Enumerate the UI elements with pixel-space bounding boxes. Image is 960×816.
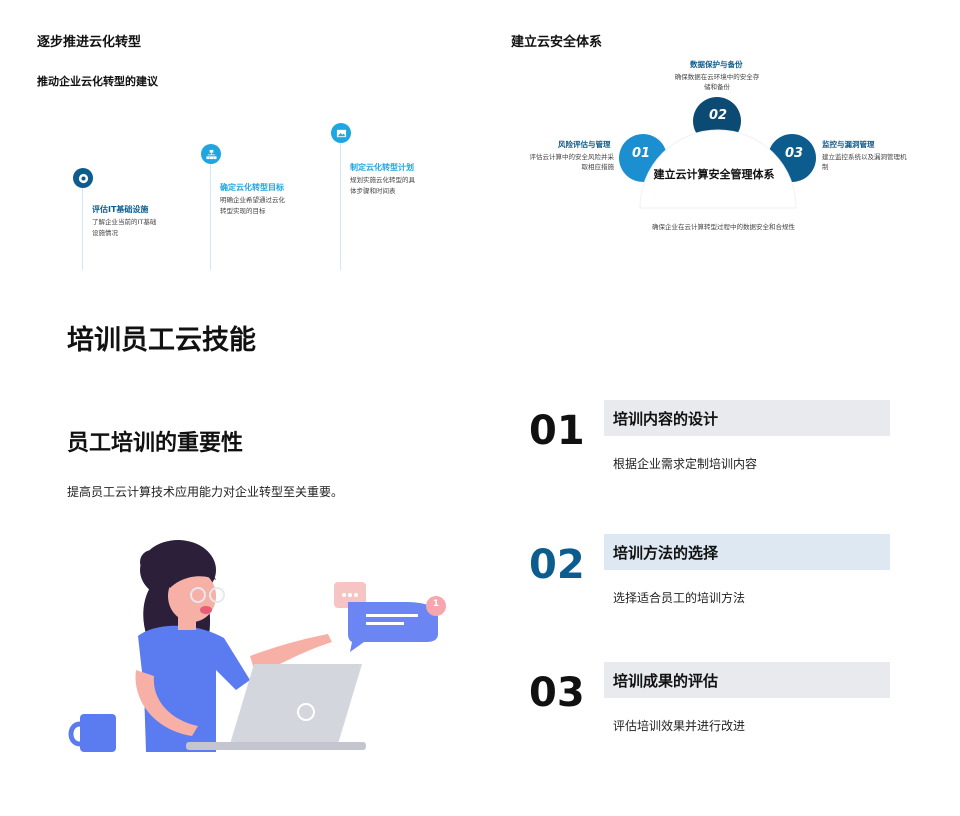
timeline-desc: 规划实施云化转型的具体步骤和时间表 [350, 176, 415, 195]
diagram-num: 02 [708, 108, 728, 123]
diagram-footer: 确保企业在云计算转型过程中的数据安全和合规性 [652, 223, 795, 231]
timeline-node [73, 168, 93, 188]
timeline-line [82, 188, 83, 270]
diagram-desc: 评估云计算中的安全风险并采取相应措施 [529, 153, 615, 171]
step-title-bar: 培训内容的设计 [604, 400, 890, 436]
slide1-subtitle: 推动企业云化转型的建议 [37, 75, 158, 88]
step-title: 培训成果的评估 [613, 671, 719, 690]
notification-badge-count: 1 [432, 599, 440, 609]
diagram-num: 01 [631, 146, 651, 161]
timeline-desc: 了解企业当前的IT基础设施情况 [92, 218, 157, 237]
image-icon [336, 124, 347, 143]
timeline-line [210, 163, 211, 270]
timeline-node [201, 144, 221, 164]
step-number: 03 [529, 670, 585, 716]
training-illustration [68, 540, 446, 752]
step-number: 01 [529, 408, 585, 454]
diagram-label: 风险评估与管理 [558, 140, 611, 149]
diagram-desc: 建立监控系统以及漏洞管理机制 [822, 153, 907, 171]
diagram-num: 03 [784, 146, 804, 161]
step-desc: 评估培训效果并进行改进 [613, 719, 746, 733]
target-icon [78, 169, 89, 188]
step-desc: 选择适合员工的培训方法 [613, 591, 746, 605]
diagram-label: 监控与漏洞管理 [822, 140, 875, 149]
diagram-desc: 确保数据在云环境中的安全存储和备份 [674, 73, 760, 91]
timeline-heading: 评估IT基础设施 [92, 205, 149, 214]
timeline-line [340, 142, 341, 270]
diagram-center-shape [639, 129, 797, 209]
timeline-heading: 制定云化转型计划 [350, 163, 414, 172]
timeline-desc: 明确企业希望通过云化转型实现的目标 [220, 196, 285, 215]
notification-badge [426, 596, 446, 616]
diagram-center-label: 建立云计算安全管理体系 [653, 168, 775, 181]
security-diagram [619, 97, 816, 209]
slide3-title: 培训员工云技能 [67, 325, 256, 356]
diagram-label: 数据保护与备份 [690, 60, 743, 69]
step-number: 02 [529, 542, 585, 588]
timeline-node [331, 123, 351, 143]
step-title: 培训方法的选择 [613, 543, 719, 562]
step-title-bar: 培训方法的选择 [604, 534, 890, 570]
step-desc: 根据企业需求定制培训内容 [613, 457, 758, 471]
slide1-title: 逐步推进云化转型 [37, 35, 142, 50]
step-title-bar: 培训成果的评估 [604, 662, 890, 698]
sitemap-icon [205, 145, 217, 164]
step-title: 培训内容的设计 [613, 409, 719, 428]
section-heading: 员工培训的重要性 [67, 431, 244, 456]
section-paragraph: 提高员工云计算技术应用能力对企业转型至关重要。 [67, 485, 344, 499]
timeline-heading: 确定云化转型目标 [220, 183, 284, 192]
slide2-title: 建立云安全体系 [511, 35, 603, 50]
